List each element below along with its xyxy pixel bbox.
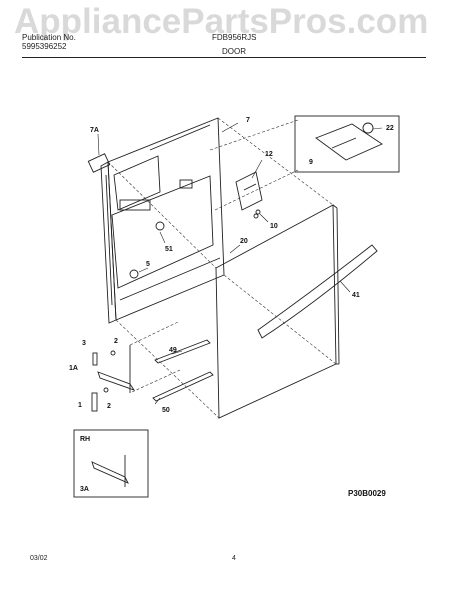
callout-12: 12	[265, 151, 273, 158]
upper-trim-strip	[154, 339, 211, 364]
callout-3a: 3A	[80, 486, 89, 493]
door-gasket-part	[87, 153, 111, 173]
callout-49: 49	[169, 347, 177, 354]
callout-1a: 1A	[69, 365, 78, 372]
projection-lines	[107, 117, 337, 419]
callout-10: 10	[270, 223, 278, 230]
callout-3: 3	[82, 340, 86, 347]
callout-22: 22	[386, 125, 394, 132]
hinge-assembly-part	[91, 345, 136, 412]
section-title: DOOR	[222, 47, 246, 56]
header-rule	[22, 57, 426, 58]
callout-5: 5	[146, 261, 150, 268]
inner-door-panel	[100, 117, 225, 324]
watermark: AppliancePartsPros.com	[14, 2, 429, 41]
callout-41: 41	[352, 292, 360, 299]
callout-51: 51	[165, 246, 173, 253]
diagram-code: P30B0029	[348, 489, 386, 498]
model-number: FDB956RJS	[212, 33, 257, 42]
callout-7: 7	[246, 117, 250, 124]
publication-number: 5995396252	[22, 42, 67, 51]
outer-door-panel	[215, 204, 337, 419]
callout-1: 1	[78, 402, 82, 409]
callout-50: 50	[162, 407, 170, 414]
callout-2-lower: 2	[107, 403, 111, 410]
callout-7a: 7A	[90, 127, 99, 134]
lower-trim-strip	[152, 371, 214, 402]
callout-rh: RH	[80, 436, 90, 443]
publication-label: Publication No.	[22, 33, 76, 42]
footer-page-number: 4	[232, 555, 236, 562]
callout-9: 9	[309, 159, 313, 166]
rh-hinge-detail-box	[73, 429, 149, 498]
callout-20: 20	[240, 238, 248, 245]
footer-date: 03/02	[30, 555, 48, 562]
dispenser-assembly-part	[235, 171, 263, 219]
callout-2-upper: 2	[114, 338, 118, 345]
callout-leaders	[97, 122, 383, 405]
dispenser-detail-box	[294, 115, 400, 173]
door-handle-part	[257, 244, 378, 339]
